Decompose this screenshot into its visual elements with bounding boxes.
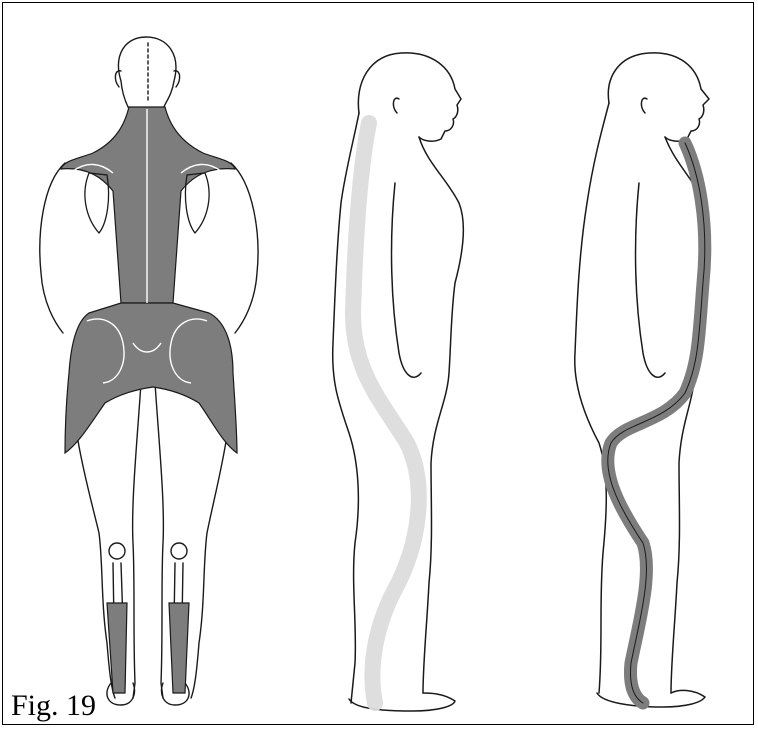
figure-caption: Fig. 19 — [11, 689, 96, 723]
upper-back-shading — [61, 107, 235, 303]
foot — [349, 693, 455, 711]
back-outline — [575, 103, 609, 693]
arm-right — [231, 163, 258, 333]
arm-left — [40, 163, 65, 333]
foot — [597, 690, 705, 707]
ear — [393, 98, 399, 113]
arm — [392, 183, 421, 377]
front-outline — [419, 137, 463, 693]
light-band — [353, 123, 419, 703]
figure-illustration — [3, 3, 755, 726]
hip-shading — [65, 303, 237, 453]
lateral-view-light-figure — [333, 53, 464, 711]
head-outline — [119, 37, 176, 109]
shaded-muscle-region — [61, 107, 237, 693]
leg-left-inner — [133, 383, 141, 698]
arm — [636, 183, 665, 377]
dark-band — [608, 143, 705, 703]
head-profile — [608, 53, 709, 141]
ear — [641, 98, 647, 113]
leg-right-inner — [155, 383, 163, 698]
